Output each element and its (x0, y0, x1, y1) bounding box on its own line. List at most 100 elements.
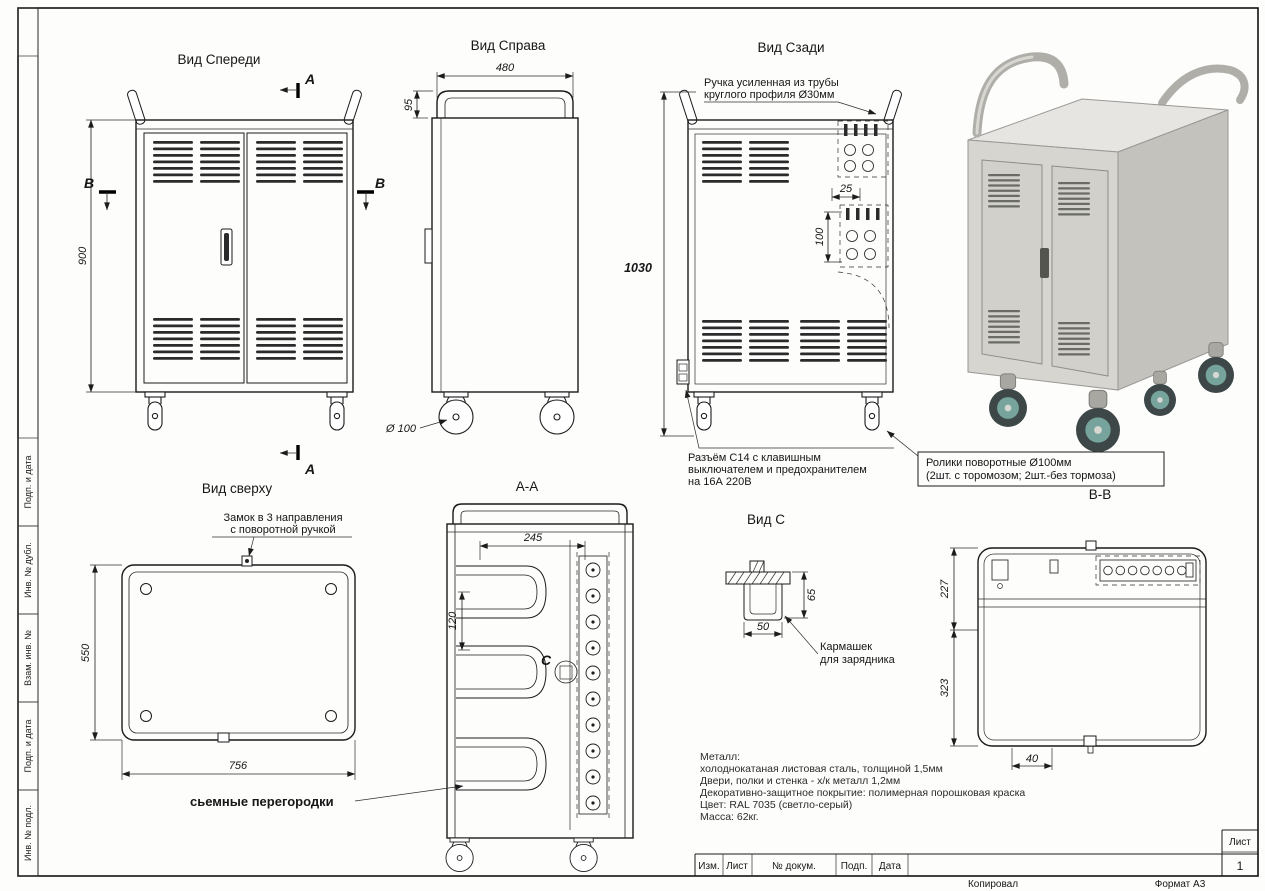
detail-c-circle (554, 660, 578, 684)
partitions-note: сьемные перегородки (190, 794, 334, 809)
stamp-label: Подп. и дата (23, 719, 33, 772)
dim-pitch-120: 120 (447, 611, 459, 630)
connector-annotation: Разъём С14 с клавишным выключателем и пр… (684, 389, 894, 488)
caster-icon (569, 837, 598, 873)
view-right: Вид Справа 480 95 Ø 100 (385, 38, 579, 435)
lock-note-line1: Замок в 3 направления (223, 512, 342, 524)
titleblock-col-doc: № докум. (772, 861, 816, 872)
titleblock-col-list: Лист (726, 861, 748, 872)
titleblock-col-sign: Подп. (841, 861, 868, 872)
lock-annotation: Замок в 3 направления с поворотной ручко… (212, 512, 352, 557)
vent-grilles-front (153, 141, 343, 360)
dim-handle-95: 95 (403, 98, 415, 111)
handle-tube-right (343, 89, 362, 125)
dim-socket-100: 100 (814, 227, 826, 246)
section-bb-title: В-В (1089, 487, 1112, 502)
cart-door-left (981, 159, 1043, 365)
dim-socket-25: 25 (839, 183, 853, 195)
handle-tube-right (883, 89, 902, 125)
section-marker-b-left: В (84, 175, 116, 211)
front-handle-mark (217, 732, 230, 743)
stamp-label: Подп. и дата (23, 455, 33, 508)
view-c-title: Вид С (747, 512, 785, 527)
view-c-detail: Вид С 65 50 Кармашек для зарядника (725, 512, 896, 666)
sheet-number: 1 (1237, 859, 1244, 873)
dim-width-756: 756 (229, 760, 248, 772)
pocket-annotation: Кармашек для зарядника (784, 615, 896, 666)
pocket-note-line2: для зарядника (820, 654, 896, 666)
charger-pocket (743, 584, 783, 621)
caster-icon (539, 391, 575, 435)
material-line: холоднокатаная листовая сталь, толщиной … (700, 763, 943, 775)
casters-note-line1: Ролики поворотные Ø100мм (926, 457, 1071, 469)
view-back: Вид Сзади 25 100 (616, 40, 1165, 488)
door-handle-profile (424, 228, 433, 264)
lock-mark-bottom (1083, 735, 1097, 747)
dim-bb-40: 40 (1026, 753, 1039, 765)
title-block: Изм. Лист № докум. Подп. Дата Лист 1 Коп… (694, 829, 1258, 890)
section-bb-outline (977, 547, 1207, 747)
caster-wheel (1143, 370, 1177, 417)
section-marker-a-bottom: А (279, 445, 315, 477)
vent-grilles-back (702, 141, 887, 362)
power-strip (578, 555, 608, 815)
cabinet-body (135, 119, 354, 393)
view-front: Вид Спереди 900 А А (77, 52, 385, 477)
casters-note-line2: (2шт. с торомозом; 2шт.-без тормоза) (926, 470, 1116, 482)
marker-letter-c: С (541, 652, 552, 668)
material-note: Металл: холоднокатаная листовая сталь, т… (700, 751, 1025, 823)
shelf-partition (455, 645, 547, 699)
section-aa-title: А-А (516, 479, 539, 494)
dim-bb-227: 227 (939, 579, 951, 599)
dim-c-65: 65 (806, 588, 818, 601)
handle-tube-left (679, 89, 698, 125)
connector-note-line1: Разъём С14 с клавишным (688, 452, 821, 464)
pocket-note-line1: Кармашек (820, 641, 872, 653)
section-view-aa: А-А С 245 120 (445, 479, 634, 873)
material-line: Декоративно-защитное покрытие: полимерна… (700, 787, 1025, 799)
connector-note-line3: на 16А 220В (688, 476, 752, 488)
material-line: Двери, полки и стенка - х/к металл 1,2мм (700, 775, 900, 787)
caster-wheel (988, 373, 1028, 428)
section-body (446, 523, 634, 839)
socket-strip (1099, 559, 1197, 582)
marker-letter: А (304, 71, 315, 87)
handle-note-line2: круглого профиля Ø30мм (704, 89, 834, 101)
section-marker-a-top: А (279, 71, 315, 98)
stamp-label: Взам. инв. № (23, 630, 33, 686)
shelf-partition (455, 737, 547, 791)
caster-icon (326, 391, 348, 431)
view-front-title: Вид Спереди (178, 52, 261, 67)
handle-tube-rear (1158, 64, 1249, 107)
sheet-label: Лист (1229, 837, 1251, 848)
power-sockets (585, 562, 601, 811)
dim-total-1030: 1030 (624, 261, 652, 275)
handle-note-line1: Ручка усиленная из трубы (704, 77, 839, 89)
format-label: Формат А3 (1155, 879, 1206, 890)
titleblock-col-date: Дата (879, 861, 902, 872)
side-stamp-column: Подп. и дата Инв. № дубл. Взам. инв. № П… (17, 437, 39, 877)
door-right (246, 132, 348, 384)
titleblock-col-izm: Изм. (698, 861, 719, 872)
dim-width-480: 480 (496, 62, 515, 74)
cable-socket-cluster-top (837, 120, 889, 178)
material-line: Металл: (700, 751, 740, 763)
handle-tube-left (127, 89, 146, 125)
dim-c-50: 50 (757, 621, 770, 633)
dim-depth-550: 550 (80, 643, 92, 662)
view-right-title: Вид Справа (471, 38, 546, 53)
dim-height-900: 900 (77, 246, 89, 265)
iso-3d-render (967, 52, 1249, 453)
view-top-title: Вид сверху (202, 481, 273, 496)
handle-tube-side (436, 90, 574, 118)
view-top: Вид сверху 550 756 Замок в 3 направления… (80, 481, 356, 780)
view-back-title: Вид Сзади (757, 40, 824, 55)
door-left (143, 132, 245, 384)
casters-annotation: Ролики поворотные Ø100мм (2шт. с торомоз… (886, 430, 1165, 487)
cabinet-side-body (431, 117, 579, 393)
caster-icon (144, 391, 166, 431)
partitions-annotation: сьемные перегородки (190, 784, 464, 809)
marker-letter: А (304, 461, 315, 477)
